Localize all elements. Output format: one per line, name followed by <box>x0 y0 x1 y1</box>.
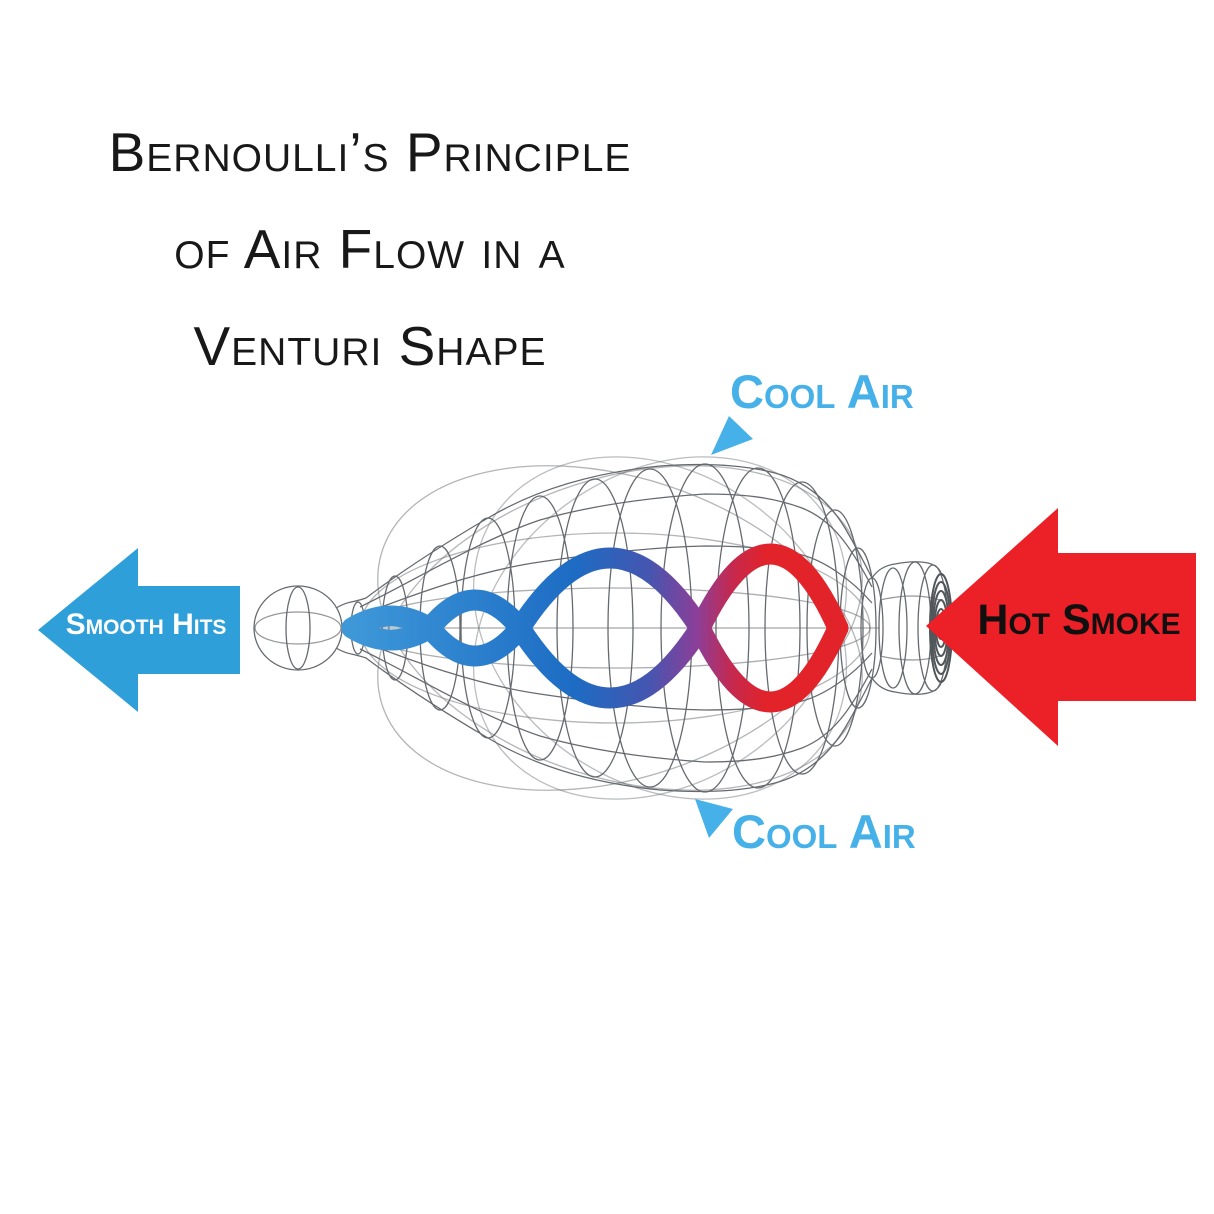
body-outline-top <box>335 463 873 609</box>
cool-air-arrow-bottom <box>695 799 733 838</box>
hot-smoke-label: Hot Smoke <box>977 596 1181 644</box>
latitude-line <box>359 545 873 616</box>
diagram-title: Bernoulli’s Principle of Air Flow in a V… <box>92 104 648 395</box>
body-outline-bottom <box>335 647 873 793</box>
cool-air-label-bottom: Cool Air <box>732 805 916 858</box>
title-line-1: Bernoulli’s Principle <box>108 121 632 183</box>
cool-air-label-top: Cool Air <box>730 365 914 418</box>
latitude-line <box>359 640 873 711</box>
latitude-line <box>359 493 873 608</box>
mesh-ellipse <box>377 465 863 791</box>
mesh-ellipse <box>377 465 863 791</box>
airflow-ribbon <box>341 543 849 713</box>
airflow-ribbon-bottom <box>341 543 849 709</box>
latitude-line <box>359 648 873 763</box>
cool-air-arrow-top <box>711 416 753 455</box>
mesh-ellipse <box>472 456 848 800</box>
smooth-hits-label: Smooth Hits <box>65 608 227 641</box>
mesh-ellipse <box>472 456 848 800</box>
mouthpiece-ring <box>898 561 932 695</box>
venturi-wireframe <box>253 456 953 800</box>
knob-section <box>285 586 311 670</box>
mouthpiece-ring <box>878 567 908 689</box>
knob-equator <box>254 611 342 645</box>
title-line-2: of Air Flow in a <box>174 218 566 280</box>
smooth-hits-arrow <box>38 548 240 712</box>
title-line-3: Venturi Shape <box>193 315 547 377</box>
knob-outline <box>253 585 343 671</box>
hot-smoke-arrow <box>926 508 1196 746</box>
